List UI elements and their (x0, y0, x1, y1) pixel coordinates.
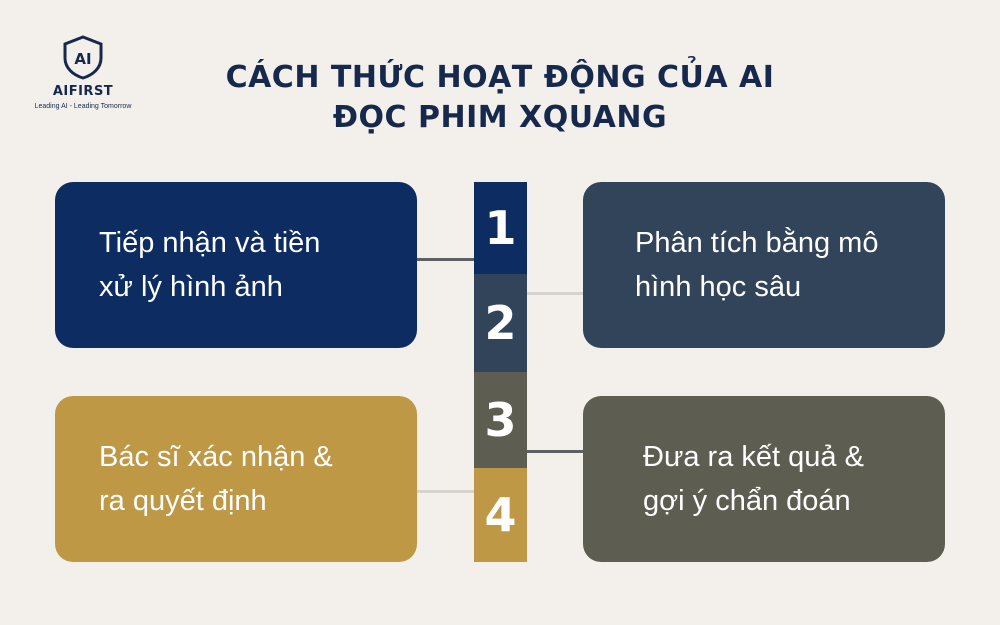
step-card-4-text: Bác sĩ xác nhận & ra quyết định (55, 435, 333, 523)
step-card-1: Tiếp nhận và tiền xử lý hình ảnh (55, 182, 417, 348)
connector-step-2 (527, 292, 583, 295)
step-card-4: Bác sĩ xác nhận & ra quyết định (55, 396, 417, 562)
connector-step-3 (527, 450, 583, 453)
title-line-1: CÁCH THỨC HOẠT ĐỘNG CỦA AI (225, 60, 775, 95)
logo-name: AIFIRST (52, 84, 114, 99)
step-card-2-line-2: hình học sâu (635, 271, 802, 303)
step-card-2: Phân tích bằng mô hình học sâu (583, 182, 945, 348)
step-card-2-text: Phân tích bằng mô hình học sâu (583, 221, 878, 309)
step-card-4-line-2: ra quyết định (99, 485, 267, 517)
step-number-3: 3 (474, 372, 527, 468)
title-line-2: ĐỌC PHIM XQUANG (332, 100, 668, 135)
step-number-2: 2 (474, 274, 527, 372)
connector-step-1 (417, 258, 474, 261)
brand-logo: AI AIFIRST Leading AI - Leading Tomorrow (28, 34, 138, 110)
step-number-1: 1 (474, 182, 527, 274)
step-card-3: Đưa ra kết quả & gợi ý chẩn đoán (583, 396, 945, 562)
step-number-4: 4 (474, 468, 527, 562)
connector-step-4 (417, 490, 474, 493)
step-card-1-line-1: Tiếp nhận và tiền (99, 227, 321, 259)
step-card-2-line-1: Phân tích bằng mô (635, 227, 879, 259)
step-card-1-line-2: xử lý hình ảnh (99, 271, 283, 303)
step-card-3-text: Đưa ra kết quả & gợi ý chẩn đoán (583, 435, 864, 523)
step-card-3-line-2: gợi ý chẩn đoán (643, 485, 851, 517)
logo-badge-text: AI (74, 50, 91, 68)
shield-logo-icon: AI (63, 35, 103, 80)
page-title: CÁCH THỨC HOẠT ĐỘNG CỦA AI ĐỌC PHIM XQUA… (0, 58, 1000, 138)
step-card-4-line-1: Bác sĩ xác nhận & (99, 441, 333, 473)
logo-tagline: Leading AI - Leading Tomorrow (34, 103, 132, 110)
step-card-1-text: Tiếp nhận và tiền xử lý hình ảnh (55, 221, 320, 309)
step-card-3-line-1: Đưa ra kết quả & (643, 441, 864, 473)
